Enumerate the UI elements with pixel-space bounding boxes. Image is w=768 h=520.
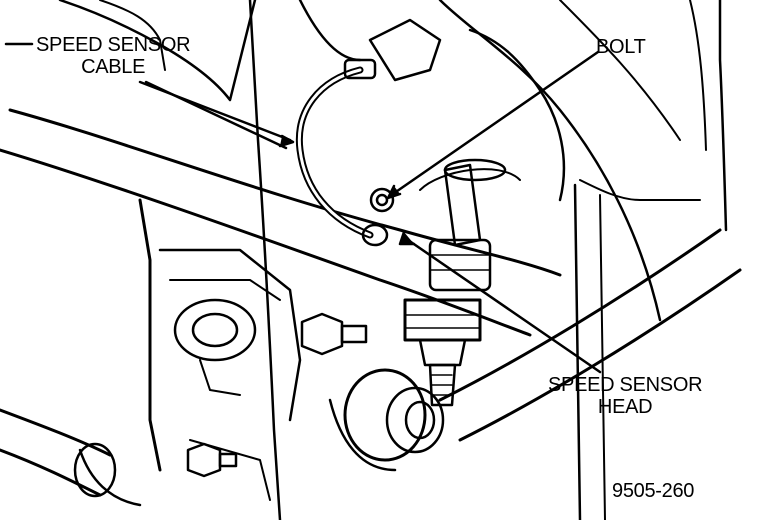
label-speed-sensor-cable: SPEED SENSOR CABLE [36,34,191,78]
figure-number: 9505-260 [612,480,695,502]
speed-sensor-head [403,158,521,407]
label-speed-sensor-head: SPEED SENSOR HEAD [548,374,703,418]
label-bolt: BOLT [596,36,646,58]
leader-lines [4,42,602,374]
bushing [73,368,445,507]
label-speed-sensor-head-line1: SPEED SENSOR [548,374,703,396]
label-speed-sensor-head-line2: HEAD [597,396,653,418]
bolt [369,187,395,213]
left-nut [186,312,368,478]
speed-sensor-cable [295,58,389,247]
label-speed-sensor-cable-line2: CABLE [81,56,146,78]
transmission-housing [58,0,728,520]
label-speed-sensor-cable-line1: SPEED SENSOR [36,34,191,56]
